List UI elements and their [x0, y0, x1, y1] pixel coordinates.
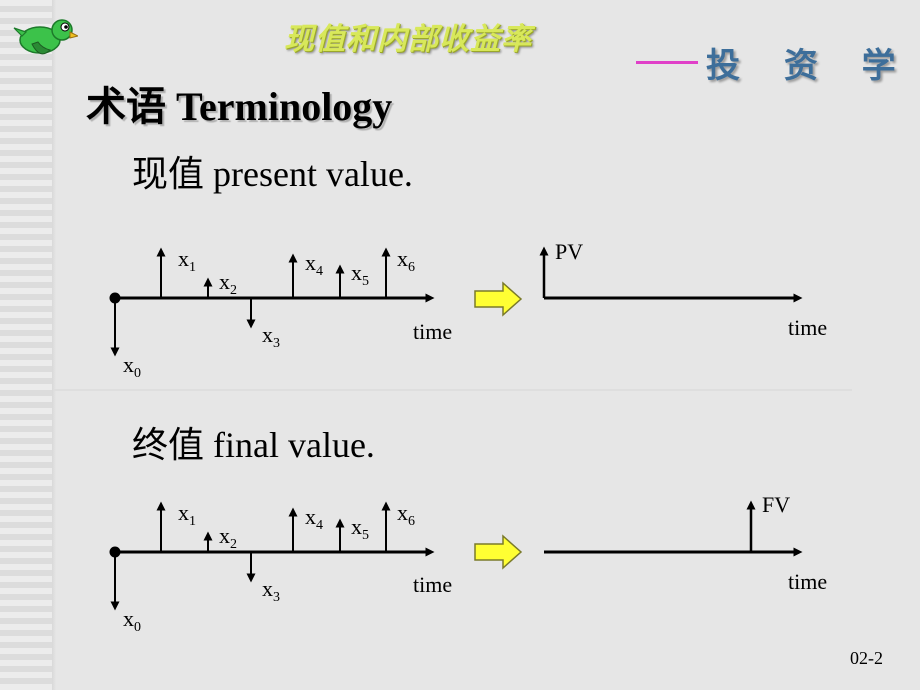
fv-label-x3: x3: [262, 576, 280, 605]
pv-label-x3: x3: [262, 322, 280, 351]
right-block-arrow-icon: [474, 534, 523, 570]
accent-rule: [636, 61, 698, 64]
pv-label-x2: x2: [219, 269, 237, 298]
left-stripe-shadow: [52, 0, 56, 690]
pv-label-x0: x0: [123, 352, 141, 381]
fv-diagram: x0 x1 x2 x3 x4 x5 x6 time FV time: [109, 492, 827, 635]
section-divider: [54, 389, 852, 391]
fv-axis-label: time: [413, 572, 452, 597]
fv-label-x6: x6: [397, 500, 415, 529]
right-block-arrow-icon: [474, 281, 523, 317]
fv-label-x0: x0: [123, 606, 141, 635]
fv-label-x1: x1: [178, 500, 196, 529]
present-value-caption: 现值 present value.: [132, 154, 413, 194]
left-stripe-decoration: [0, 0, 52, 690]
pv-label-x5: x5: [351, 260, 369, 289]
course-banner-title: 现值和内部收益率: [284, 22, 532, 57]
pv-result-label: PV: [555, 239, 583, 264]
fv-result-label: FV: [762, 492, 790, 517]
fv-label-x5: x5: [351, 514, 369, 543]
fv-result-axis-label: time: [788, 569, 827, 594]
pv-label-x1: x1: [178, 246, 196, 275]
pv-label-x6: x6: [397, 246, 415, 275]
pv-label-x4: x4: [305, 250, 323, 279]
green-parrot-icon: [13, 19, 78, 55]
course-title: 投 资 学: [706, 46, 912, 86]
page-number: 02-2: [850, 648, 883, 668]
fv-label-x2: x2: [219, 523, 237, 552]
fv-label-x4: x4: [305, 504, 323, 533]
pv-diagram: x0 x1 x2 x3 x4 x5 x6 time PV time: [109, 239, 827, 381]
slide-heading: 术语 Terminology: [86, 84, 393, 129]
pv-result-axis-label: time: [788, 315, 827, 340]
final-value-caption: 终值 final value.: [132, 425, 375, 465]
pv-axis-label: time: [413, 319, 452, 344]
